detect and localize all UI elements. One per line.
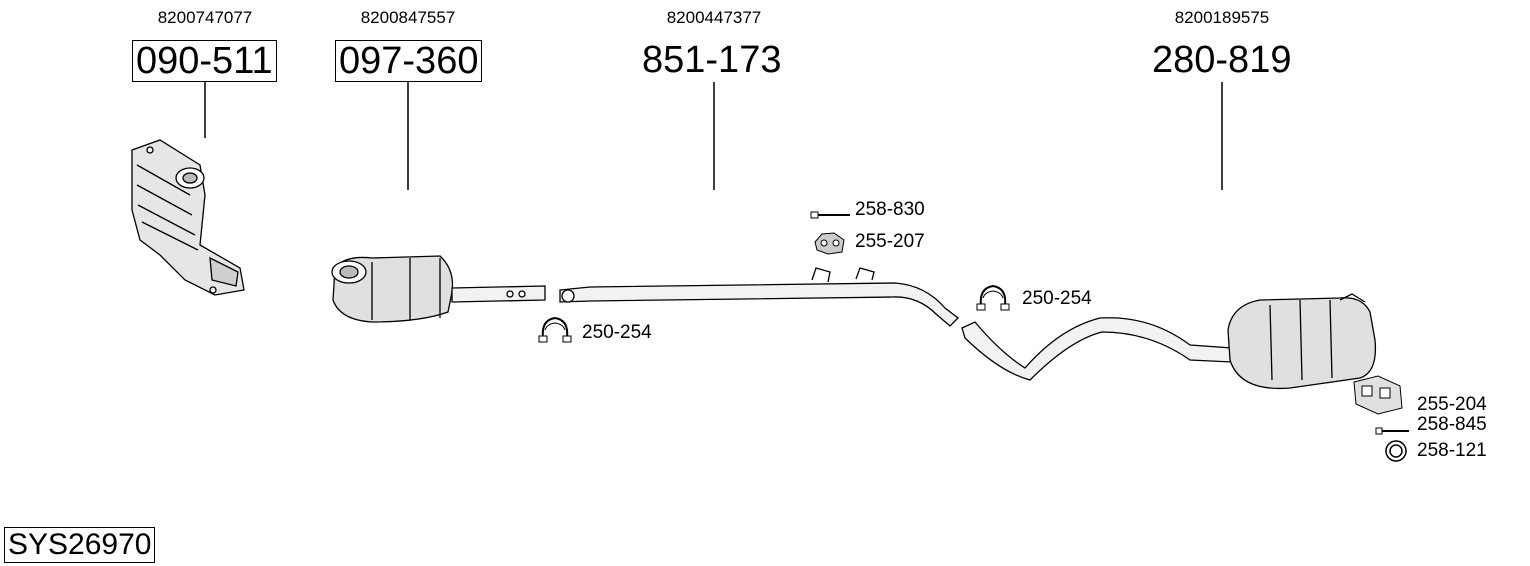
- rubber-mount-icon: [814, 232, 845, 255]
- oem-number-front-catalyst-pipe: 8200847557: [360, 8, 456, 27]
- accessory-label-250-254-left[interactable]: 250-254: [582, 322, 652, 343]
- part-number-middle-pipe[interactable]: 851-173: [642, 39, 782, 81]
- part-number-catalytic-converter[interactable]: 090-511: [132, 40, 277, 82]
- accessory-label-255-207[interactable]: 255-207: [855, 231, 925, 252]
- catalytic-converter-drawing: [131, 139, 245, 296]
- middle-pipe-drawing: [559, 267, 959, 327]
- oem-number-catalytic-converter: 8200747077: [157, 8, 253, 27]
- accessory-label-255-204[interactable]: 255-204: [1417, 394, 1487, 415]
- oem-number-middle-pipe: 8200447377: [666, 8, 762, 27]
- rear-silencer-drawing: [961, 293, 1377, 390]
- bolt-icon: [1375, 427, 1409, 435]
- front-catalyst-pipe-drawing: [331, 255, 546, 323]
- system-code: SYS26970: [4, 527, 156, 563]
- clamp-icon: [976, 284, 1010, 311]
- part-number-front-catalyst-pipe[interactable]: 097-360: [335, 40, 483, 82]
- accessory-label-258-830[interactable]: 258-830: [855, 199, 925, 220]
- accessory-label-258-845[interactable]: 258-845: [1417, 414, 1487, 435]
- accessory-label-258-121[interactable]: 258-121: [1417, 440, 1487, 461]
- ring-icon: [1385, 440, 1407, 462]
- part-number-rear-silencer[interactable]: 280-819: [1152, 39, 1292, 81]
- clamp-icon: [538, 316, 572, 343]
- accessory-label-250-254-right[interactable]: 250-254: [1022, 288, 1092, 309]
- bracket-icon: [1353, 375, 1403, 415]
- bolt-icon: [810, 211, 850, 219]
- oem-number-rear-silencer: 8200189575: [1174, 8, 1270, 27]
